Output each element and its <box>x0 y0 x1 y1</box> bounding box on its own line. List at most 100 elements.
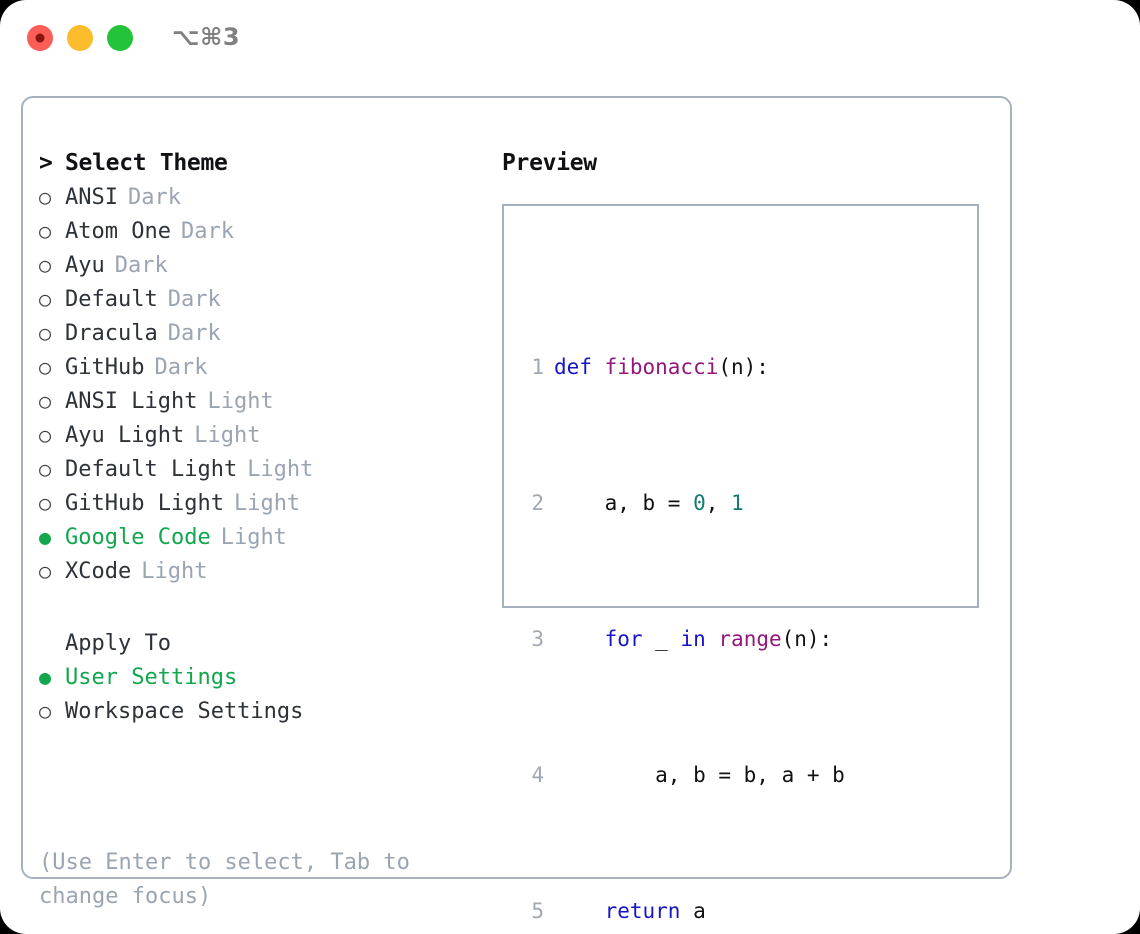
code-token: , <box>705 491 732 515</box>
code-token <box>554 899 605 923</box>
code-line: 1 def fibonacci(n): <box>520 350 870 384</box>
theme-label: Ayu Light <box>65 423 185 448</box>
apply-to-header: ○Apply To <box>39 626 479 660</box>
code-token: a, b = <box>554 491 694 515</box>
recording-dot-icon <box>35 33 45 43</box>
caret-icon: > <box>39 150 53 176</box>
code-token: for <box>604 627 643 651</box>
line-number: 4 <box>531 763 544 787</box>
line-number: 3 <box>531 627 544 651</box>
theme-option-ayu-dark[interactable]: ○ Ayu Dark <box>39 248 479 282</box>
theme-option-ayu-light[interactable]: ○ Ayu Light Light <box>39 418 479 452</box>
code-token: 0 <box>693 491 706 515</box>
close-button[interactable] <box>27 25 53 51</box>
code-token: in <box>680 627 706 651</box>
code-token: a <box>680 899 706 923</box>
theme-tag: Dark <box>114 253 168 278</box>
radio-unselected-icon: ○ <box>39 559 52 583</box>
code-token <box>706 627 719 651</box>
theme-tag: Dark <box>167 321 221 346</box>
theme-option-xcode-light[interactable]: ○ XCode Light <box>39 554 479 588</box>
apply-to-option-user-settings[interactable]: ● User Settings <box>39 660 479 694</box>
radio-unselected-icon: ○ <box>39 389 52 413</box>
theme-label: ANSI Light <box>65 389 198 414</box>
theme-tag: Dark <box>180 219 234 244</box>
apply-to-option-workspace-settings[interactable]: ○ Workspace Settings <box>39 694 479 728</box>
code-token: range <box>718 627 782 651</box>
keyboard-shortcut-label: ⌥⌘3 <box>172 23 241 51</box>
theme-label: GitHub <box>65 355 145 380</box>
code-token: (n): <box>781 627 833 651</box>
theme-option-atom-one-dark[interactable]: ○ Atom One Dark <box>39 214 479 248</box>
section-spacer <box>39 588 479 626</box>
radio-unselected-icon: ○ <box>39 699 52 723</box>
theme-label: Atom One <box>65 219 171 244</box>
theme-option-ansi-light[interactable]: ○ ANSI Light Light <box>39 384 479 418</box>
title-bar: ⌥⌘3 <box>0 0 1140 76</box>
theme-tag: Dark <box>154 355 208 380</box>
code-line: 4 a, b = b, a + b <box>520 758 870 792</box>
radio-unselected-icon: ○ <box>39 491 52 515</box>
apply-to-label: Workspace Settings <box>65 699 304 724</box>
radio-unselected-icon: ○ <box>39 287 52 311</box>
code-token: fibonacci <box>604 355 719 379</box>
theme-label: Default Light <box>65 457 238 482</box>
theme-option-github-light[interactable]: ○ GitHub Light Light <box>39 486 479 520</box>
code-token: 1 <box>731 491 744 515</box>
theme-label: ANSI <box>65 185 118 210</box>
radio-unselected-icon: ○ <box>39 355 52 379</box>
radio-unselected-icon: ○ <box>39 219 52 243</box>
theme-tag: Dark <box>167 287 221 312</box>
line-number: 1 <box>531 355 544 379</box>
theme-label: XCode <box>65 559 132 584</box>
radio-selected-icon: ● <box>39 665 52 689</box>
radio-unselected-icon: ○ <box>39 423 52 447</box>
theme-tag: Dark <box>127 185 181 210</box>
code-line: 2 a, b = 0, 1 <box>520 486 870 520</box>
theme-tag: Light <box>220 525 287 550</box>
minimize-button[interactable] <box>67 25 93 51</box>
theme-tag: Light <box>207 389 274 414</box>
radio-unselected-icon: ○ <box>39 185 52 209</box>
theme-tag: Light <box>141 559 208 584</box>
select-theme-title: Select Theme <box>65 150 228 176</box>
code-token <box>554 627 605 651</box>
select-theme-header: > Select Theme <box>39 146 479 180</box>
radio-selected-icon: ● <box>39 525 52 549</box>
theme-option-github-dark[interactable]: ○ GitHub Dark <box>39 350 479 384</box>
theme-option-ansi-dark[interactable]: ○ ANSI Dark <box>39 180 479 214</box>
theme-tag: Light <box>247 457 314 482</box>
theme-label: Dracula <box>65 321 158 346</box>
code-token: return <box>604 899 681 923</box>
theme-tag: Light <box>233 491 301 516</box>
theme-tag: Light <box>194 423 261 448</box>
spacer-icon: ○ <box>39 626 65 660</box>
theme-label: GitHub Light <box>65 491 224 516</box>
apply-to-title: Apply To <box>65 631 171 656</box>
line-number: 2 <box>531 491 544 515</box>
radio-unselected-icon: ○ <box>39 253 52 277</box>
theme-option-default-light[interactable]: ○ Default Light Light <box>39 452 479 486</box>
apply-to-label: User Settings <box>65 665 238 690</box>
theme-label: Ayu <box>65 253 105 278</box>
radio-unselected-icon: ○ <box>39 321 52 345</box>
code-token: (n): <box>718 355 769 379</box>
code-line: 3 for _ in range(n): <box>520 622 870 656</box>
code-token: def <box>554 355 605 379</box>
radio-unselected-icon: ○ <box>39 457 52 481</box>
code-line: 5 return a <box>520 894 870 928</box>
preview-title: Preview <box>502 150 597 176</box>
theme-option-dracula-dark[interactable]: ○ Dracula Dark <box>39 316 479 350</box>
zoom-button[interactable] <box>107 25 133 51</box>
keyboard-hint-text: (Use Enter to select, Tab to change focu… <box>39 850 410 909</box>
code-token: a, b = b, a + b <box>554 763 845 787</box>
code-token: _ <box>642 627 681 651</box>
